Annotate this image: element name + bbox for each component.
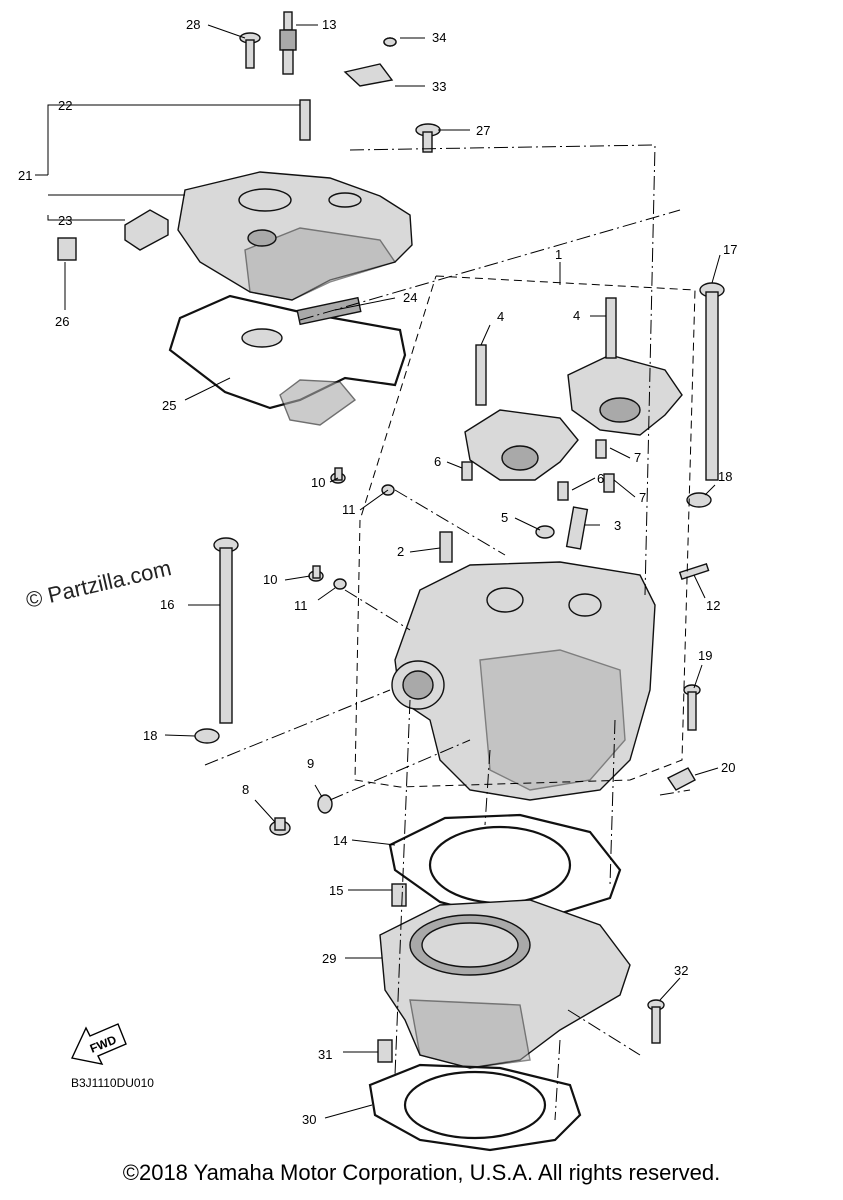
callout-21: 21 bbox=[18, 168, 32, 183]
callout-11a: 11 bbox=[342, 502, 356, 517]
callout-5: 5 bbox=[501, 510, 508, 525]
dowel-31 bbox=[377, 1039, 393, 1063]
callout-11b: 11 bbox=[294, 598, 308, 613]
cylinder-head bbox=[391, 561, 656, 801]
callout-34: 34 bbox=[432, 30, 446, 45]
callout-23: 23 bbox=[58, 213, 72, 228]
callout-31: 31 bbox=[318, 1047, 332, 1062]
callout-13: 13 bbox=[322, 17, 336, 32]
callout-6b: 6 bbox=[597, 471, 604, 486]
plug-23 bbox=[124, 209, 169, 251]
bolt-32 bbox=[647, 999, 665, 1044]
o-ring-9 bbox=[317, 794, 333, 814]
callout-9: 9 bbox=[307, 756, 314, 771]
callout-4a: 4 bbox=[497, 309, 504, 324]
alignment-lines bbox=[204, 144, 691, 1121]
callout-8: 8 bbox=[242, 782, 249, 797]
callout-10b: 10 bbox=[263, 572, 277, 587]
callout-30: 30 bbox=[302, 1112, 316, 1127]
callout-16: 16 bbox=[160, 597, 174, 612]
nut-34 bbox=[383, 37, 397, 47]
dowel-7b bbox=[603, 473, 615, 493]
cylinder-block bbox=[379, 899, 631, 1069]
partzilla-watermark: © Partzilla.com bbox=[24, 555, 174, 613]
callout-1: 1 bbox=[555, 247, 562, 262]
callout-24: 24 bbox=[403, 290, 417, 305]
bolt-19 bbox=[683, 684, 701, 731]
base-gasket bbox=[368, 1063, 582, 1152]
callout-2: 2 bbox=[397, 544, 404, 559]
washer-18-left bbox=[194, 728, 220, 744]
head-cover bbox=[177, 171, 413, 301]
callout-28: 28 bbox=[186, 17, 200, 32]
callout-6a: 6 bbox=[434, 454, 441, 469]
callout-15: 15 bbox=[329, 883, 343, 898]
bracket-20 bbox=[666, 767, 696, 791]
bolt-28 bbox=[239, 32, 261, 69]
dowel-15 bbox=[391, 883, 407, 907]
cover-seal-strip bbox=[296, 296, 362, 326]
dowel-6a bbox=[461, 461, 473, 481]
callout-20: 20 bbox=[721, 760, 735, 775]
callout-27: 27 bbox=[476, 123, 490, 138]
callout-4b: 4 bbox=[573, 308, 580, 323]
callout-7a: 7 bbox=[634, 450, 641, 465]
spark-plug-13 bbox=[279, 11, 297, 75]
callout-26: 26 bbox=[55, 314, 69, 329]
callout-18a: 18 bbox=[718, 469, 732, 484]
bolt-8 bbox=[269, 817, 291, 836]
part-26 bbox=[57, 237, 77, 261]
fwd-arrow-icon: FWD bbox=[70, 1023, 127, 1065]
assembly-1-box bbox=[354, 275, 696, 788]
stud-bolt-16 bbox=[213, 537, 239, 724]
bolt-10-lower bbox=[308, 565, 324, 582]
callout-25: 25 bbox=[162, 398, 176, 413]
bolt-4-left bbox=[475, 344, 487, 406]
camshaft-cap-right bbox=[567, 354, 683, 436]
dowel-6b bbox=[557, 481, 569, 501]
callout-32: 32 bbox=[674, 963, 688, 978]
bolt-4-right bbox=[605, 297, 617, 359]
callout-29: 29 bbox=[322, 951, 336, 966]
pin-12 bbox=[678, 562, 710, 581]
head-cover-gasket bbox=[168, 294, 407, 426]
leader-lines bbox=[35, 24, 721, 1119]
callout-19: 19 bbox=[698, 648, 712, 663]
callout-12: 12 bbox=[706, 598, 720, 613]
bolt-27 bbox=[415, 123, 441, 153]
dowel-5 bbox=[535, 525, 555, 539]
dowel-7a bbox=[595, 439, 607, 459]
valve-guide-2 bbox=[439, 531, 453, 563]
washer-11-lower bbox=[333, 578, 347, 590]
valve-guide-3 bbox=[565, 506, 589, 550]
callout-18b: 18 bbox=[143, 728, 157, 743]
callout-22: 22 bbox=[58, 98, 72, 113]
callout-17: 17 bbox=[723, 242, 737, 257]
pin-22 bbox=[299, 99, 311, 141]
callout-33: 33 bbox=[432, 79, 446, 94]
callout-14: 14 bbox=[333, 833, 347, 848]
callout-3: 3 bbox=[614, 518, 621, 533]
washer-18-right bbox=[686, 492, 712, 508]
diagram-code: B3J1110DU010 bbox=[71, 1076, 154, 1090]
callout-labels: 1 2 3 4 4 5 6 6 7 7 8 9 10 10 11 11 12 1… bbox=[18, 17, 737, 1127]
stud-bolt-17 bbox=[699, 282, 725, 481]
callout-10a: 10 bbox=[311, 475, 325, 490]
callout-7b: 7 bbox=[639, 490, 646, 505]
camshaft-cap-left bbox=[464, 409, 579, 481]
copyright-notice: ©2018 Yamaha Motor Corporation, U.S.A. A… bbox=[122, 1160, 721, 1185]
